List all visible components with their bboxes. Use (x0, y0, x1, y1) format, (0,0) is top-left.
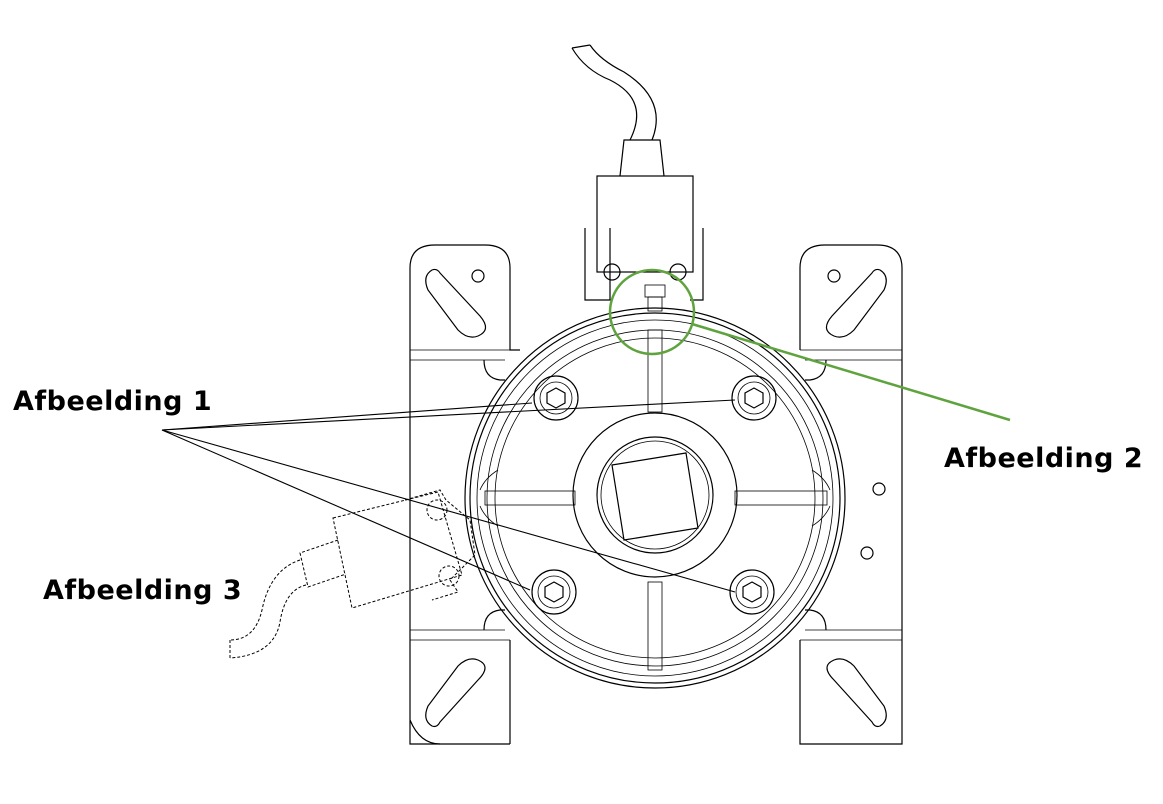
bolt-top-right (731, 375, 777, 421)
housing-bolts (531, 375, 777, 615)
left-mounting-bracket (409, 244, 520, 745)
label-afbeelding-1: Afbeelding 1 (13, 386, 213, 417)
detail-highlight (608, 268, 1011, 422)
detail-callout-line (691, 322, 1011, 422)
label-afbeelding-2: Afbeelding 2 (944, 443, 1144, 474)
bolt-top-left (533, 375, 579, 421)
bolt-bottom-right (729, 569, 775, 615)
label-afbeelding-3: Afbeelding 3 (43, 575, 243, 606)
detail-circle (608, 268, 696, 356)
alternate-sensor-position (229, 489, 476, 659)
top-sensor (571, 44, 704, 312)
round-housing (464, 307, 846, 689)
callout-lines-1 (161, 399, 736, 593)
bolt-bottom-left (531, 569, 577, 615)
